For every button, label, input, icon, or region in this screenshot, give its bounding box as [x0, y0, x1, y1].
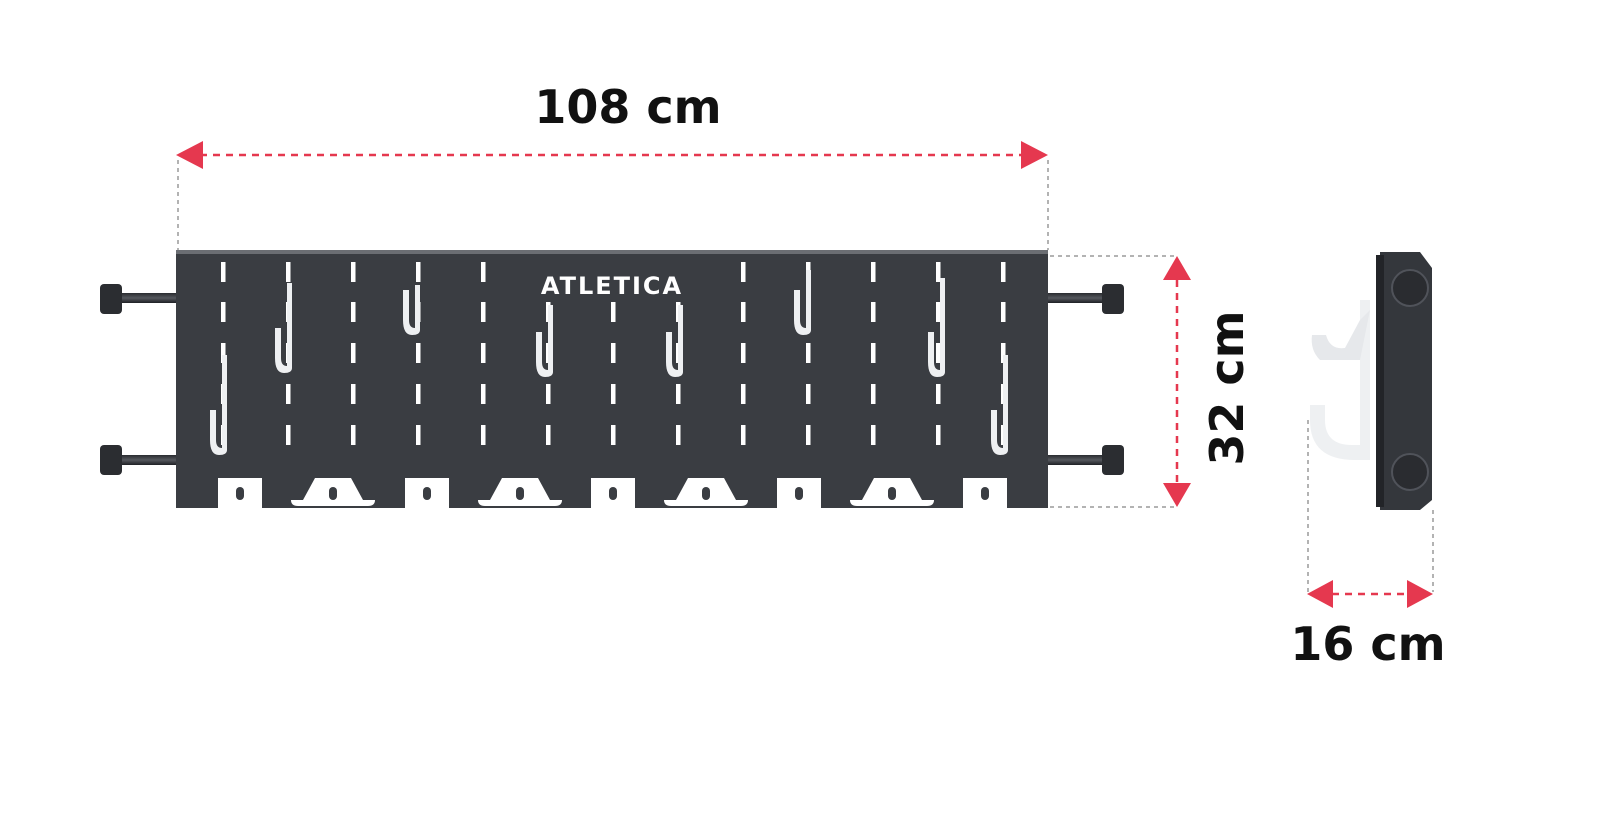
slot [286, 384, 291, 404]
hooks [210, 270, 1008, 455]
slot [1001, 262, 1006, 282]
slot [806, 343, 811, 363]
slot [481, 302, 486, 322]
slot [611, 384, 616, 404]
slot [481, 384, 486, 404]
slot [546, 425, 551, 445]
slot [741, 384, 746, 404]
slot [611, 425, 616, 445]
bottom-cutouts [218, 478, 1007, 508]
slot [481, 343, 486, 363]
cutout-hole [702, 487, 710, 500]
slot [481, 425, 486, 445]
slot [416, 425, 421, 445]
slot [351, 302, 356, 322]
hook [928, 278, 945, 377]
slot [676, 384, 681, 404]
slot [871, 384, 876, 404]
width-label: 108 cm [534, 80, 721, 134]
slot [286, 425, 291, 445]
depth-arrow [1307, 580, 1433, 608]
notch-hole [423, 487, 431, 500]
slot [611, 343, 616, 363]
mounting-bolts [100, 284, 1124, 475]
notch-hole [795, 487, 803, 500]
cutout-hole [888, 487, 896, 500]
height-arrow [1163, 256, 1191, 507]
slot [871, 302, 876, 322]
slot [741, 343, 746, 363]
slot [871, 425, 876, 445]
hook [991, 355, 1008, 455]
slot [611, 302, 616, 322]
width-arrow [176, 141, 1048, 169]
slot [936, 343, 941, 363]
slot [416, 262, 421, 282]
slot [806, 425, 811, 445]
hook [210, 355, 227, 455]
hook [536, 305, 553, 377]
hook [403, 285, 420, 335]
slot [351, 343, 356, 363]
slot [351, 262, 356, 282]
depth-label: 16 cm [1290, 617, 1445, 671]
slot [481, 262, 486, 282]
brand-logo: ATLETICA [541, 272, 683, 300]
slot [351, 384, 356, 404]
hook [794, 270, 811, 335]
slot [221, 343, 226, 363]
slot [936, 262, 941, 282]
slot [936, 384, 941, 404]
dimension-guides [177, 160, 1434, 592]
slot [676, 425, 681, 445]
slot [741, 262, 746, 282]
slot [416, 384, 421, 404]
side-view [1310, 252, 1432, 510]
slot [936, 425, 941, 445]
slot [546, 384, 551, 404]
slot [1001, 343, 1006, 363]
slot [221, 302, 226, 322]
notch-hole [609, 487, 617, 500]
slot [1001, 302, 1006, 322]
hook [275, 283, 292, 373]
slot [871, 343, 876, 363]
slot [806, 384, 811, 404]
cutout-hole [329, 487, 337, 500]
cutout-hole [516, 487, 524, 500]
slot [741, 302, 746, 322]
slot [351, 425, 356, 445]
slot [871, 262, 876, 282]
hook [666, 305, 683, 377]
height-label: 32 cm [1200, 310, 1254, 465]
storage-panel: ATLETICA [176, 250, 1048, 508]
slot [936, 302, 941, 322]
slot [286, 262, 291, 282]
notch-hole [236, 487, 244, 500]
slot [221, 262, 226, 282]
slot [741, 425, 746, 445]
notch-hole [981, 487, 989, 500]
slot [416, 343, 421, 363]
